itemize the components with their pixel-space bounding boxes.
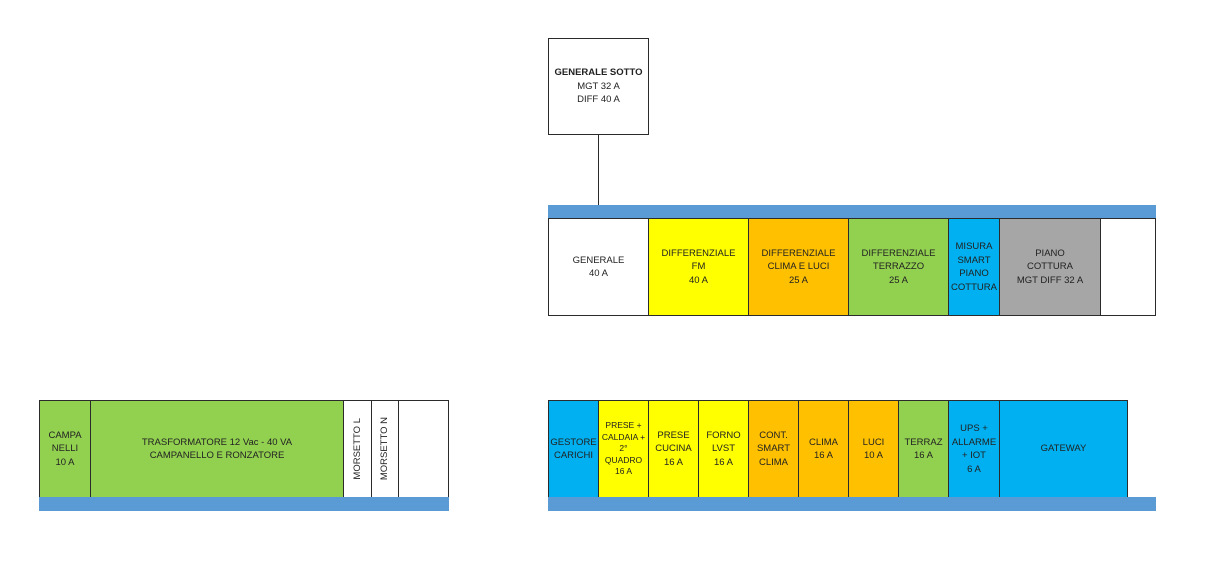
module-prese-caldaia: PRESE + CALDAIA + 2° QUADRO 16 A [598, 400, 649, 498]
module-morsetto-l: MORSETTO L [343, 400, 372, 498]
module-label: MORSETTO L [351, 418, 363, 480]
module-label: CONT. SMART CLIMA [756, 429, 791, 468]
module-terrazzo: TERRAZ 16 A [898, 400, 949, 498]
din-rail-bottom-left [39, 497, 449, 511]
module-ups-allarme-iot: UPS + ALLARME + IOT 6 A [948, 400, 1000, 498]
module-morsetto-n: MORSETTO N [371, 400, 399, 498]
module-label: FORNO LVST 16 A [706, 429, 741, 468]
module-forno-lvst: FORNO LVST 16 A [698, 400, 749, 498]
module-label: GENERALE 40 A [572, 254, 625, 280]
module-differenziale-fm: DIFFERENZIALE FM 40 A [648, 218, 749, 316]
module-differenziale-clima-luci: DIFFERENZIALE CLIMA E LUCI 25 A [748, 218, 849, 316]
module-label: GESTORE CARICHI [550, 436, 597, 462]
module-clima: CLIMA 16 A [798, 400, 849, 498]
module-label: CLIMA 16 A [808, 436, 839, 462]
module-empty-top [1100, 218, 1156, 316]
module-label: GATEWAY [1040, 443, 1087, 455]
module-label: DIFFERENZIALE FM 40 A [661, 247, 736, 286]
module-label: DIFFERENZIALE CLIMA E LUCI 25 A [761, 247, 836, 286]
module-campanelli: CAMPA NELLI 10 A [39, 400, 91, 498]
module-label: PRESE + CALDAIA + 2° QUADRO 16 A [601, 420, 646, 477]
module-misura-smart: MISURA SMART PIANO COTTURA [948, 218, 1000, 316]
general-main-breaker: GENERALE SOTTO MGT 32 A DIFF 40 A [548, 38, 649, 135]
module-label: LUCI 10 A [862, 436, 885, 462]
module-label: PIANO COTTURA MGT DIFF 32 A [1016, 247, 1084, 286]
module-trasformatore: TRASFORMATORE 12 Vac - 40 VA CAMPANELLO … [90, 400, 344, 498]
module-label: TRASFORMATORE 12 Vac - 40 VA CAMPANELLO … [141, 436, 293, 462]
module-label: MORSETTO N [379, 417, 391, 481]
module-generale: GENERALE 40 A [548, 218, 649, 316]
module-differenziale-terrazzo: DIFFERENZIALE TERRAZZO 25 A [848, 218, 949, 316]
module-prese-cucina: PRESE CUCINA 16 A [648, 400, 699, 498]
module-piano-cottura: PIANO COTTURA MGT DIFF 32 A [999, 218, 1101, 316]
general-main-mgt: MGT 32 A [577, 80, 620, 92]
module-label: UPS + ALLARME + IOT 6 A [951, 423, 997, 475]
module-label: CAMPA NELLI 10 A [48, 429, 82, 468]
din-rail-top [548, 205, 1156, 218]
module-cont-smart-clima: CONT. SMART CLIMA [748, 400, 799, 498]
module-luci: LUCI 10 A [848, 400, 899, 498]
module-label: DIFFERENZIALE TERRAZZO 25 A [861, 247, 936, 286]
module-gateway: GATEWAY [999, 400, 1128, 498]
connector-line [598, 135, 599, 217]
module-gestore-carichi: GESTORE CARICHI [548, 400, 599, 498]
general-main-title: GENERALE SOTTO [554, 67, 643, 79]
module-label: PRESE CUCINA 16 A [655, 429, 692, 468]
module-label: TERRAZ 16 A [904, 436, 943, 462]
general-main-diff: DIFF 40 A [577, 94, 620, 106]
module-label: MISURA SMART PIANO COTTURA [951, 241, 997, 293]
din-rail-bottom-right [548, 497, 1156, 511]
module-empty-left [398, 400, 449, 498]
